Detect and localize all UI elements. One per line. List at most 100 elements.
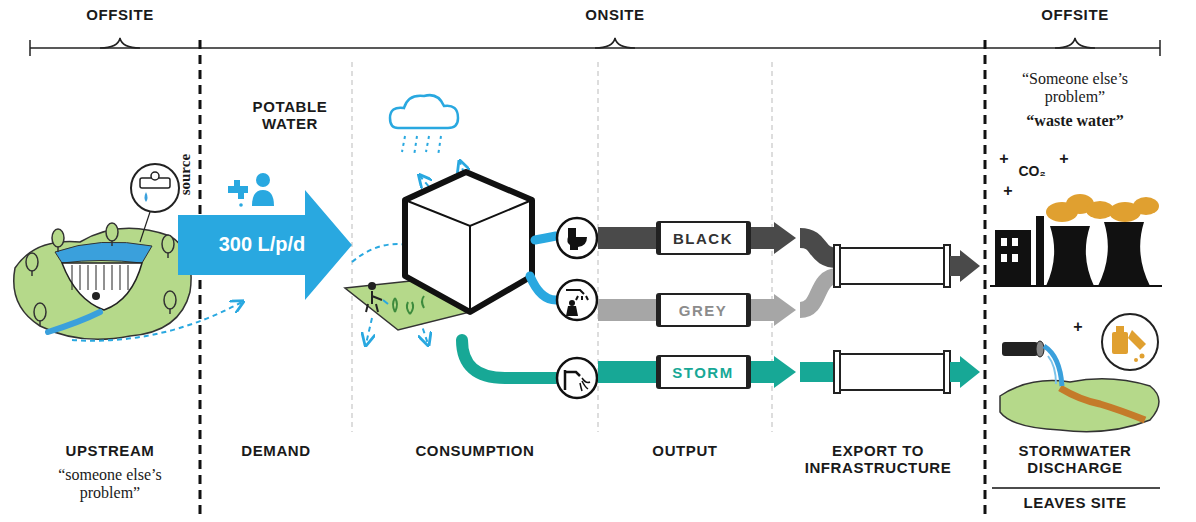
pipe-band: [598, 227, 658, 249]
rain-cloud: [414, 136, 417, 156]
power-plant: [1001, 238, 1007, 246]
export-pipe: [960, 356, 980, 388]
pipe-band: [598, 361, 658, 383]
export-pipe: [834, 245, 840, 287]
reservoir-landscape: [26, 253, 38, 271]
fixture-icon: [569, 300, 575, 306]
power-plant: [1098, 222, 1150, 286]
zone-heading: ONSITE: [565, 6, 665, 23]
reservoir-landscape: [72, 265, 128, 290]
power-plant: [990, 285, 1162, 287]
power-plant: [1036, 216, 1044, 286]
consumption-flow: [530, 276, 556, 300]
power-plant: [1001, 254, 1007, 262]
pipe-box: BLACK: [656, 221, 751, 255]
rain-cloud: [438, 136, 441, 156]
pipe-band: [748, 361, 774, 383]
pollution-discharge: [1036, 341, 1044, 357]
export-pipe: [800, 362, 834, 382]
reservoir-landscape: [162, 235, 174, 253]
plus-mark: +: [1000, 182, 1016, 200]
export-pipe: [836, 354, 948, 390]
rain-cloud: [426, 136, 429, 152]
reservoir-landscape: [48, 312, 100, 332]
fixture-icon: [567, 228, 587, 250]
export-pipe: [944, 351, 950, 393]
pipe-label: BLACK: [673, 230, 733, 247]
export-pipe: [950, 256, 960, 276]
pollution-discharge: [1000, 379, 1159, 432]
pollution-discharge: [1060, 388, 1145, 420]
quote-note: “waste water”: [1000, 112, 1150, 130]
reservoir-landscape: [96, 265, 97, 290]
stage-label: CONSUMPTION: [390, 442, 560, 459]
demand-value: 300 L/p/d: [206, 233, 318, 256]
quote-note: “Someone else’s problem”: [1000, 70, 1150, 107]
pollution-discharge: [1002, 342, 1038, 356]
fixture-icon: [566, 306, 578, 316]
power-plant: [995, 230, 1031, 286]
power-plant: [1133, 197, 1159, 215]
tap-and-person: [256, 173, 270, 187]
garden-plot: [393, 296, 424, 314]
fixture-icon: [566, 290, 588, 300]
scope-bracket: [100, 38, 140, 48]
house: [405, 172, 532, 312]
house: [405, 200, 532, 312]
fixture-icon: [565, 370, 580, 390]
consumption-flow: [535, 236, 556, 240]
reservoir-landscape: [92, 292, 100, 300]
reservoir-landscape: [80, 265, 81, 290]
reservoir-landscape: [14, 228, 191, 339]
export-pipe: [800, 276, 838, 310]
scope-bracket: [29, 40, 31, 56]
pollution-discharge: [1116, 326, 1124, 332]
demand-arrow: [178, 190, 352, 300]
fixture-icon: [557, 358, 597, 398]
reservoir-landscape: [55, 242, 152, 263]
tap-and-person: [228, 186, 248, 199]
export-pipe: [960, 250, 980, 282]
reservoir-landscape: [34, 303, 46, 321]
tap-and-person: [228, 173, 274, 207]
reservoir-landscape: [164, 291, 176, 309]
house: [405, 172, 532, 312]
pollution-discharge: [1128, 330, 1146, 350]
tap-and-person: [252, 190, 274, 206]
stage-label: DEMAND: [211, 442, 341, 459]
rain-cloud: [390, 95, 458, 156]
rain-cloud: [402, 136, 441, 156]
pollution-discharge: [1102, 314, 1158, 370]
rain-cloud: [390, 95, 458, 128]
reservoir-landscape: [14, 164, 191, 339]
pollution-discharge: [1134, 358, 1138, 362]
quote-note: “someone else’s problem”: [35, 466, 185, 503]
stage-divider: [199, 40, 202, 516]
plus-mark: +: [1056, 150, 1072, 168]
power-plant: [1046, 226, 1094, 286]
consumption-flow: [462, 340, 556, 378]
fixture-icon: [580, 378, 590, 391]
rain-cloud: [402, 136, 405, 152]
reservoir-landscape: [120, 265, 121, 290]
power-plant: [1012, 238, 1018, 246]
reservoir-landscape: [26, 223, 176, 326]
pipe-band: [748, 227, 774, 249]
stage-label: STORMWATER DISCHARGE: [1000, 442, 1150, 477]
fixture-icon: [557, 218, 597, 398]
reservoir-landscape: [140, 212, 150, 242]
garden-plot: [366, 291, 382, 312]
pollution-discharge: [1140, 354, 1145, 359]
pipe-label: GREY: [679, 302, 728, 319]
pipe-band: [748, 299, 774, 321]
flow-dashed-arrow: [366, 318, 372, 344]
reservoir-landscape: [128, 265, 129, 290]
power-plant: [1012, 254, 1018, 262]
plus-mark: +: [1070, 318, 1086, 336]
tap-and-person: [234, 180, 240, 186]
pollution-discharge: [1112, 332, 1128, 354]
stage-divider: [352, 62, 353, 432]
pipe-band: [774, 356, 796, 388]
pipe-band: [598, 299, 658, 321]
reservoir-landscape: [88, 265, 89, 290]
